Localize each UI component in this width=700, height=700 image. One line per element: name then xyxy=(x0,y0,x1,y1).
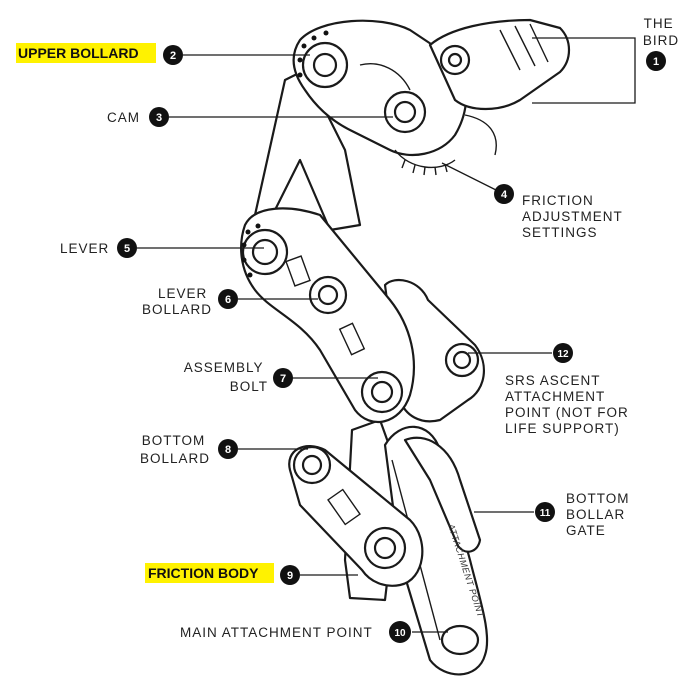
friction-body-highlight xyxy=(145,563,274,583)
svg-text:6: 6 xyxy=(225,294,231,306)
label-main-attachment-point: MAIN ATTACHMENT POINT xyxy=(180,625,373,640)
bottom-bollard-assembly xyxy=(288,445,424,587)
label-friction-adjustment-settings: FRICTION ADJUSTMENT SETTINGS xyxy=(522,193,627,240)
badge-9: 9 xyxy=(280,565,300,585)
main-attachment-arm xyxy=(383,425,489,676)
svg-text:11: 11 xyxy=(540,508,551,519)
svg-text:3: 3 xyxy=(156,112,162,124)
label-lever: LEVER xyxy=(60,241,109,256)
upper-dots xyxy=(297,30,329,78)
upper-body xyxy=(292,19,468,157)
badge-7: 7 xyxy=(273,368,293,388)
badge-1: 1 xyxy=(646,51,666,71)
svg-text:9: 9 xyxy=(287,570,293,582)
label-srs-ascent-attachment-point: SRS ASCENT ATTACHMENT POINT (NOT FOR LIF… xyxy=(505,373,634,436)
svg-text:8: 8 xyxy=(225,444,231,456)
upper-bollard-highlight xyxy=(16,43,156,63)
svg-text:4: 4 xyxy=(501,189,508,201)
label-the-bird: THE BIRD xyxy=(643,16,679,48)
highlights xyxy=(16,43,274,583)
label-friction-body: FRICTION BODY xyxy=(148,565,259,581)
badge-6: 6 xyxy=(218,289,238,309)
svg-text:7: 7 xyxy=(280,373,286,385)
leader-1 xyxy=(532,37,636,104)
leader-lines xyxy=(137,37,636,633)
svg-text:1: 1 xyxy=(653,56,659,68)
svg-text:10: 10 xyxy=(394,628,406,639)
badge-8: 8 xyxy=(218,439,238,459)
badge-11: 11 xyxy=(535,502,555,522)
the-bird xyxy=(428,18,571,156)
badge-10: 10 xyxy=(389,621,411,643)
svg-text:12: 12 xyxy=(557,349,569,360)
badge-4: 4 xyxy=(494,184,514,204)
leader-4 xyxy=(441,162,503,194)
badge-5: 5 xyxy=(117,238,137,258)
badge-12: 12 xyxy=(553,343,573,363)
svg-text:2: 2 xyxy=(170,50,176,62)
label-assembly-bolt: ASSEMBLY BOLT xyxy=(184,360,268,394)
callout-labels: THE BIRD UPPER BOLLARD CAM FRICTION ADJU… xyxy=(18,16,679,640)
label-lever-bollard: LEVER BOLLARD xyxy=(142,286,212,317)
badge-2: 2 xyxy=(163,45,183,65)
bottom-bollard-gate xyxy=(403,436,482,553)
badge-3: 3 xyxy=(149,107,169,127)
label-bottom-bollard: BOTTOM BOLLARD xyxy=(140,433,210,466)
label-cam: CAM xyxy=(107,110,140,125)
number-badges: 1 2 3 4 5 6 7 8 9 10 11 12 xyxy=(117,45,666,643)
label-bottom-bollar-gate: BOTTOM BOLLAR GATE xyxy=(566,491,634,538)
device-illustration: ATTACHMENT POINT xyxy=(240,18,571,676)
lever-body xyxy=(240,207,416,424)
svg-text:5: 5 xyxy=(124,243,130,255)
lever-dots xyxy=(241,223,261,278)
label-upper-bollard: UPPER BOLLARD xyxy=(18,45,139,61)
